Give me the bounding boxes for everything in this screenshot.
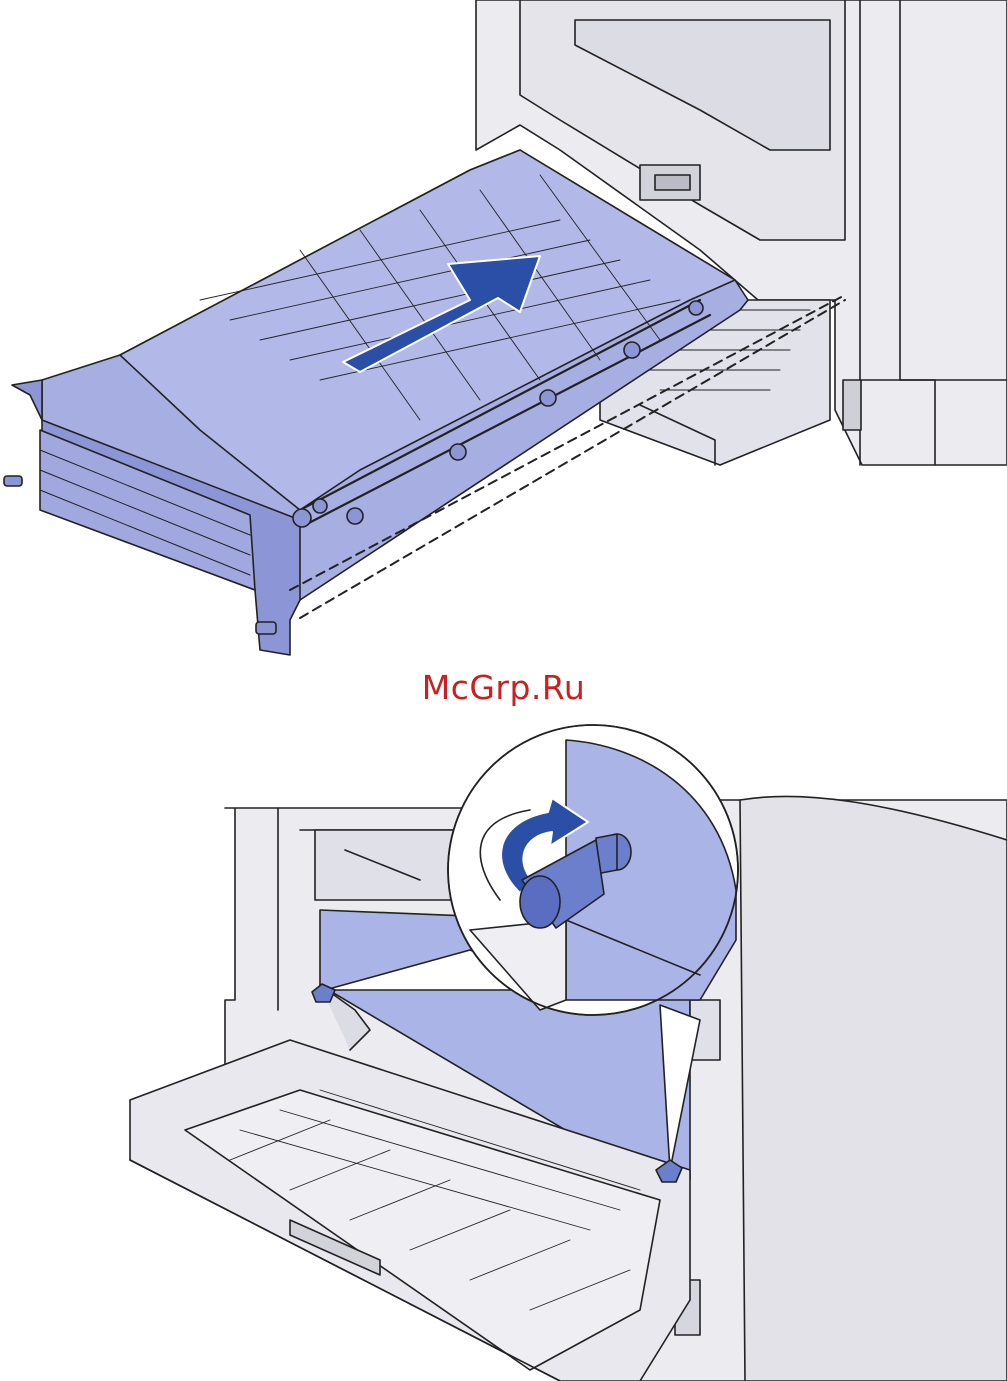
watermark-text: McGrp.Ru	[0, 668, 1007, 707]
